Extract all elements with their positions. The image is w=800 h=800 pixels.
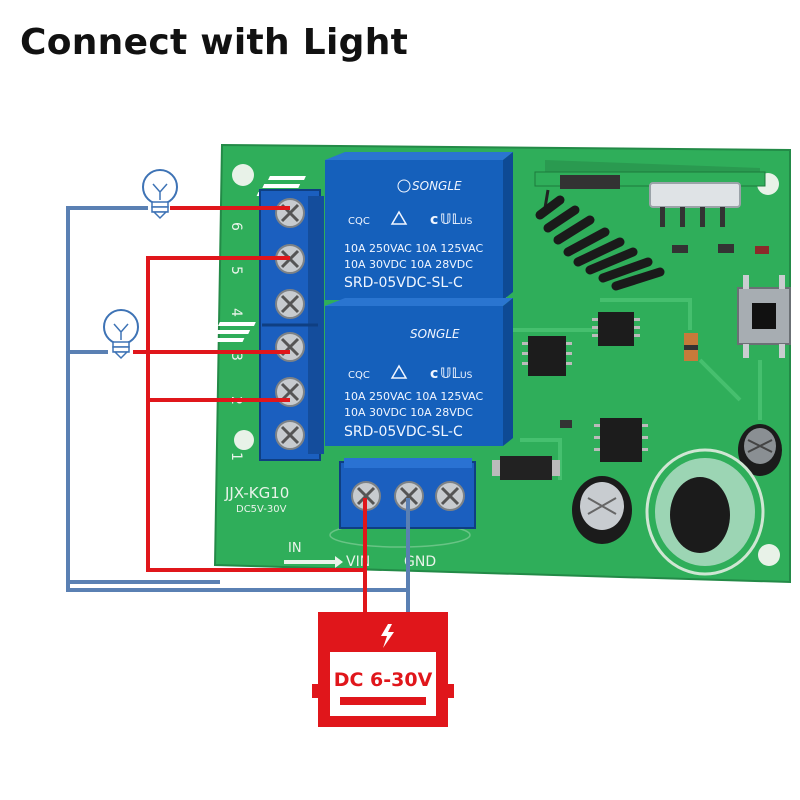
light-bulb-2-icon: [103, 309, 139, 360]
capacitor-1: [738, 424, 782, 476]
relay-1-rating-2: 10A 30VDC 10A 28VDC: [344, 258, 473, 271]
ic-chip-3: [594, 418, 648, 462]
svg-text:c: c: [430, 212, 438, 228]
relay-2-cert: CQC: [348, 370, 370, 381]
smd-diode: [492, 456, 560, 480]
relay-1-rating-1: 10A 250VAC 10A 125VAC: [344, 242, 484, 255]
relay-2-rating-2: 10A 30VDC 10A 28VDC: [344, 406, 473, 419]
live-wire-common-loop: [146, 256, 367, 572]
small-smd-parts: [560, 244, 769, 428]
svg-text:US: US: [460, 371, 473, 381]
relay-1-cert: CQC: [348, 216, 370, 227]
terminal-number-5: 5: [228, 266, 244, 275]
svg-text:𝕌𝕃: 𝕌𝕃: [440, 366, 461, 382]
relay-2: SONGLE CQC c 𝕌𝕃 US 10A 250VAC 10A 125VAC…: [206, 298, 513, 446]
input-terminal-block: [339, 458, 476, 529]
board-voltage-label: DC5V-30V: [236, 504, 287, 515]
relay-1: SONGLE CQC c 𝕌𝕃 US 10A 250VAC 10A 125VAC…: [256, 152, 513, 300]
relay-2-model: SRD-05VDC-SL-C: [344, 424, 463, 440]
light-bulb-1-icon: [142, 169, 178, 220]
output-terminal-block: [259, 189, 324, 461]
board-gnd-label: GND: [404, 554, 436, 570]
svg-text:US: US: [460, 217, 473, 227]
power-supply: DC 6-30V: [312, 612, 454, 727]
power-supply-label: DC 6-30V: [334, 669, 433, 691]
relay-2-brand: SONGLE: [410, 327, 460, 341]
terminal-number-1: 1: [228, 452, 244, 461]
tact-switch: [737, 275, 791, 358]
ic-chip-2: [522, 336, 572, 376]
lightning-icon: [381, 624, 394, 648]
neutral-wires: [66, 206, 410, 612]
relay-1-model: SRD-05VDC-SL-C: [344, 275, 463, 291]
capacitor-2: [572, 476, 632, 544]
diagram-title: Connect with Light: [20, 22, 409, 63]
relay-1-brand: SONGLE: [412, 179, 462, 193]
ic-chip-1: [592, 312, 640, 346]
relay-2-rating-1: 10A 250VAC 10A 125VAC: [344, 390, 484, 403]
antenna-coil: [535, 189, 665, 291]
board-model-label: JJX-KG10: [224, 484, 289, 502]
diode: [684, 333, 698, 361]
terminal-number-6: 6: [228, 222, 244, 231]
neutral-wire-main: [66, 206, 410, 612]
rf-module: [534, 160, 766, 227]
board-in-label: IN: [288, 541, 302, 556]
svg-text:c: c: [430, 366, 438, 382]
in-arrow-icon: [284, 556, 343, 568]
svg-text:𝕌𝕃: 𝕌𝕃: [440, 212, 461, 228]
terminal-number-3: 3: [228, 352, 244, 361]
terminal-number-4: 4: [228, 308, 244, 317]
live-wires: [133, 206, 367, 612]
inductor: [645, 448, 765, 576]
